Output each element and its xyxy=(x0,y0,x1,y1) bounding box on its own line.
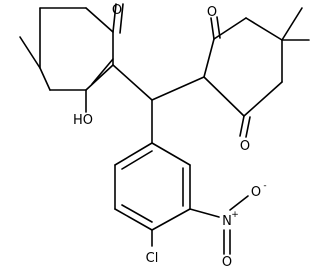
bond xyxy=(229,195,249,211)
bond xyxy=(216,16,221,39)
bond xyxy=(151,208,191,231)
bond xyxy=(85,7,114,33)
bond xyxy=(112,64,153,101)
atom-label-hydroxyl: HO xyxy=(73,113,93,128)
bond xyxy=(281,7,303,41)
charge-nitro-n: + xyxy=(231,210,239,220)
bond xyxy=(121,150,153,170)
left-ring xyxy=(19,7,114,91)
bond xyxy=(189,208,220,218)
bond xyxy=(91,58,114,85)
right-carbonyls xyxy=(210,16,251,138)
bond xyxy=(239,115,245,137)
atom-label-o-left-top: O xyxy=(112,3,122,18)
charge-nitro-o-upper: - xyxy=(263,181,266,191)
bond xyxy=(121,204,153,223)
atom-label-nitro-o-upper: O xyxy=(251,185,261,200)
bond xyxy=(114,142,153,166)
atom-label-o-right-top: O xyxy=(207,5,217,20)
nitro-group xyxy=(189,195,249,255)
bond xyxy=(151,76,205,101)
bond xyxy=(114,208,153,231)
atom-labels: O O O HO N + O - O Cl xyxy=(73,3,267,270)
bond xyxy=(245,17,283,41)
bond xyxy=(203,76,245,117)
bond xyxy=(245,116,251,138)
bond xyxy=(151,142,191,166)
bond xyxy=(243,81,283,117)
bond xyxy=(39,67,51,91)
left-carbonyl xyxy=(112,3,124,34)
bond xyxy=(85,64,114,91)
right-ring xyxy=(203,7,310,117)
bond xyxy=(119,3,124,34)
bond xyxy=(112,3,117,33)
bond xyxy=(19,36,41,69)
bridge xyxy=(112,64,205,144)
atom-label-nitro-n: N xyxy=(222,214,232,229)
benzene-ring xyxy=(114,142,191,231)
bond xyxy=(210,17,215,40)
atom-label-chlorine: Cl xyxy=(146,251,159,266)
atom-label-nitro-o-lower: O xyxy=(222,255,232,270)
atom-label-o-right-bottom: O xyxy=(240,139,250,154)
bond xyxy=(203,38,215,78)
